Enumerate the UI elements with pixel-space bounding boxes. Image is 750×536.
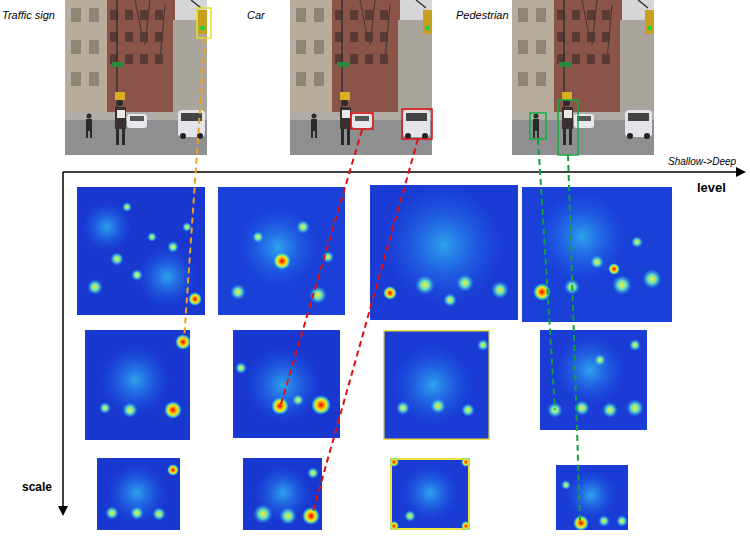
panel-heading: Car — [247, 9, 265, 22]
panel-heading: Pedestrian — [456, 9, 509, 22]
axis-title: level — [697, 180, 726, 195]
photo-panel: Pedestrian — [512, 0, 654, 155]
photo-panel: Traffic sign — [65, 0, 207, 155]
axis-title: scale — [22, 480, 52, 494]
axis-note: Shallow->Deep — [668, 156, 736, 167]
panel-heading: Traffic sign — [2, 9, 55, 22]
photo-panel: Car — [290, 0, 432, 155]
